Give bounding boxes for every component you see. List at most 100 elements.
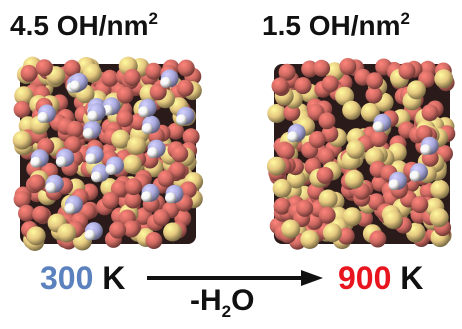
silicon-atom bbox=[267, 104, 287, 123]
hydrogen-atom bbox=[147, 147, 159, 159]
oxygen-atom bbox=[32, 205, 50, 223]
oxygen-atom bbox=[66, 120, 84, 138]
oxygen-atom bbox=[145, 62, 163, 80]
silicon-atom bbox=[342, 207, 362, 227]
hydrogen-atom bbox=[176, 114, 188, 126]
label-suffix: O bbox=[231, 284, 255, 317]
silicon-atom bbox=[406, 80, 426, 100]
oxygen-atom bbox=[145, 232, 163, 249]
silicon-atom bbox=[26, 226, 46, 246]
oxygen-atom bbox=[176, 79, 194, 97]
right-temperature: 900 K bbox=[338, 262, 423, 294]
silicon-atom bbox=[344, 169, 364, 189]
silicon-atom bbox=[82, 63, 102, 83]
oxygen-atom bbox=[35, 59, 53, 77]
left-title-text: 4.5 OH/nm bbox=[10, 10, 149, 41]
oxygen-atom bbox=[182, 128, 200, 146]
oxygen-atom bbox=[18, 204, 35, 222]
hydrogen-atom bbox=[91, 171, 102, 183]
oxygen-atom bbox=[167, 122, 185, 140]
silicon-atom bbox=[286, 169, 306, 189]
right-temperature-unit: K bbox=[400, 260, 424, 296]
oxygen-atom bbox=[369, 230, 387, 248]
silicon-atom bbox=[383, 210, 403, 229]
oxygen-atom bbox=[13, 101, 31, 118]
hydrogen-atom bbox=[87, 110, 99, 122]
silicon-atom bbox=[335, 86, 355, 106]
oxygen-atom bbox=[116, 86, 134, 104]
oxygen-atom bbox=[28, 174, 46, 192]
silicon-atom bbox=[122, 154, 142, 174]
label-subscript: 2 bbox=[221, 302, 232, 321]
hydrogen-atom bbox=[105, 164, 117, 175]
silicon-atom bbox=[360, 102, 380, 122]
hydrogen-atom bbox=[30, 156, 42, 168]
oxygen-atom bbox=[109, 221, 127, 239]
oxygen-atom bbox=[171, 145, 189, 163]
silicon-atom bbox=[281, 219, 301, 239]
oxygen-atom bbox=[110, 180, 128, 198]
hydrogen-atom bbox=[45, 182, 57, 194]
oxygen-atom bbox=[283, 104, 301, 122]
silicon-atom bbox=[12, 130, 32, 150]
oxygen-atom bbox=[294, 77, 312, 95]
oxygen-atom bbox=[101, 69, 119, 87]
hydrogen-atom bbox=[69, 80, 81, 92]
oxygen-atom bbox=[316, 166, 334, 184]
oxygen-atom bbox=[337, 227, 355, 245]
hydrogen-atom bbox=[85, 153, 97, 165]
oxygen-atom bbox=[122, 220, 140, 238]
silicon-atom bbox=[430, 179, 450, 199]
hydrogen-atom bbox=[420, 144, 432, 156]
hydrogen-atom bbox=[388, 179, 400, 191]
hydrogen-atom bbox=[160, 76, 172, 88]
oxygen-atom bbox=[318, 206, 336, 224]
arrow-head bbox=[301, 270, 323, 286]
oxygen-atom bbox=[149, 83, 167, 101]
left-panel-title: 4.5 OH/nm2 bbox=[10, 9, 158, 41]
silicon-atom bbox=[127, 136, 147, 156]
dehydration-label: -H2O bbox=[190, 284, 255, 321]
left-temperature: 300 K bbox=[40, 262, 125, 294]
hydrogen-atom bbox=[84, 229, 96, 241]
hydrogen-atom bbox=[138, 106, 150, 118]
hydrogen-atom bbox=[55, 156, 67, 168]
oxygen-atom bbox=[64, 136, 82, 154]
oxygen-atom bbox=[157, 170, 175, 188]
oxygen-atom bbox=[365, 86, 383, 104]
oxygen-atom bbox=[13, 191, 31, 208]
oxygen-atom bbox=[321, 75, 339, 93]
right-title-superscript: 2 bbox=[400, 9, 410, 28]
right-title-text: 1.5 OH/nm bbox=[262, 10, 401, 41]
oxygen-atom bbox=[116, 110, 134, 128]
oxygen-atom bbox=[421, 104, 439, 122]
oxygen-atom bbox=[411, 196, 429, 214]
silicon-atom bbox=[57, 223, 77, 243]
reaction-arrow bbox=[147, 270, 323, 286]
oxygen-atom bbox=[124, 191, 142, 209]
oxygen-atom bbox=[318, 112, 336, 130]
oxygen-atom bbox=[277, 142, 295, 160]
silicon-atom bbox=[322, 223, 342, 243]
oxygen-atom bbox=[308, 131, 326, 148]
hydrogen-atom bbox=[409, 170, 421, 182]
oxygen-atom bbox=[63, 59, 81, 77]
silicon-atom bbox=[163, 222, 183, 242]
oxygen-atom bbox=[123, 69, 141, 86]
silicon-atom bbox=[434, 69, 454, 89]
silicon-atom bbox=[14, 86, 34, 106]
oxygen-atom bbox=[20, 64, 38, 82]
oxygen-atom bbox=[152, 209, 170, 227]
silicon-atom bbox=[266, 156, 286, 176]
oxygen-atom bbox=[278, 63, 296, 81]
hydrogen-atom bbox=[372, 121, 384, 133]
oxygen-atom bbox=[271, 77, 289, 95]
oxygen-atom bbox=[398, 62, 416, 80]
silicon-atom bbox=[111, 129, 131, 149]
label-prefix: -H bbox=[190, 284, 222, 317]
left-title-superscript: 2 bbox=[148, 9, 158, 28]
oxygen-atom bbox=[125, 178, 142, 196]
hydrogen-atom bbox=[37, 112, 49, 123]
silicon-atom bbox=[300, 230, 320, 249]
oxygen-atom bbox=[179, 181, 197, 199]
